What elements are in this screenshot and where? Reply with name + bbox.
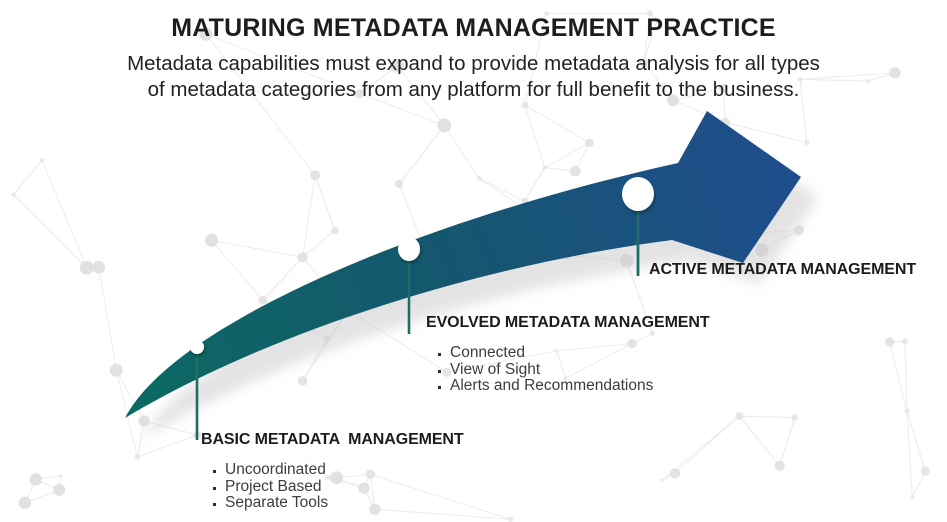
milestone-heading: EVOLVED METADATA MANAGEMENT bbox=[426, 314, 710, 331]
milestone-dot-evolved bbox=[398, 237, 420, 261]
slide-subtitle: Metadata capabilities must expand to pro… bbox=[0, 51, 947, 102]
milestone-dot-active bbox=[622, 177, 654, 211]
slide-subtitle-line1: Metadata capabilities must expand to pro… bbox=[127, 52, 820, 75]
milestone-evolved: EVOLVED METADATA MANAGEMENT Connected Vi… bbox=[426, 314, 710, 395]
milestone-basic: BASIC METADATA MANAGEMENT Uncoordinated … bbox=[201, 431, 464, 512]
slide-subtitle-line2: of metadata categories from any platform… bbox=[147, 77, 800, 101]
milestone-bullets: Uncoordinated Project Based Separate Too… bbox=[201, 461, 464, 512]
milestone-heading: ACTIVE METADATA MANAGEMENT bbox=[649, 261, 917, 278]
bullet-item: Alerts and Recommendations bbox=[450, 377, 710, 395]
slide-title: MATURING METADATA MANAGEMENT PRACTICE bbox=[171, 14, 776, 42]
milestone-bullets: Connected View of Sight Alerts and Recom… bbox=[426, 344, 710, 395]
bullet-item: Project Based bbox=[225, 478, 464, 496]
bullet-item: Uncoordinated bbox=[225, 461, 464, 479]
bullet-item: Separate Tools bbox=[225, 494, 464, 512]
milestone-active: ACTIVE METADATA MANAGEMENT bbox=[649, 261, 916, 279]
milestone-heading: BASIC METADATA MANAGEMENT bbox=[201, 431, 464, 448]
bullet-item: Connected bbox=[450, 344, 710, 362]
milestone-dot-basic bbox=[190, 340, 204, 354]
bullet-item: View of Sight bbox=[450, 361, 710, 379]
